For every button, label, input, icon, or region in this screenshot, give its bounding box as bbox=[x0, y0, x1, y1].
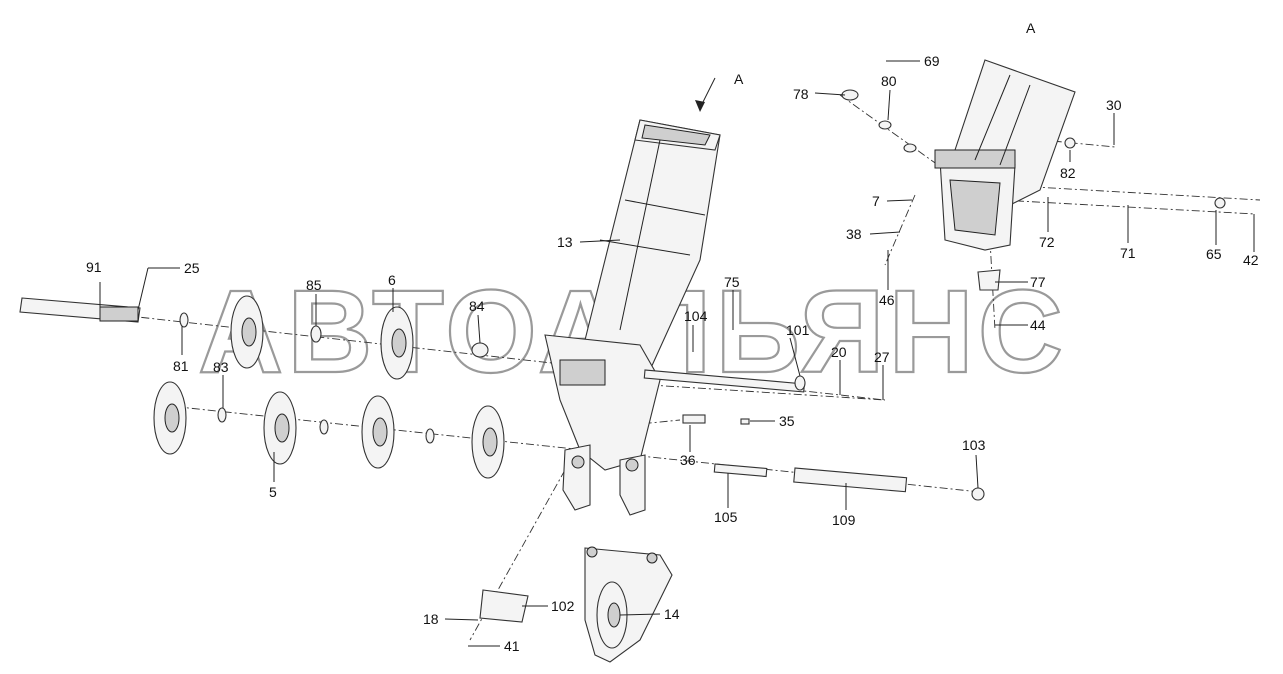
pin-109 bbox=[793, 467, 908, 493]
callout-14: 14 bbox=[664, 606, 680, 622]
fitting-103 bbox=[971, 487, 985, 501]
axis-line bbox=[989, 239, 996, 331]
callout-104: 104 bbox=[684, 308, 708, 324]
o-ring-83 bbox=[217, 407, 227, 423]
plate-102 bbox=[479, 589, 529, 623]
callout-20: 20 bbox=[831, 344, 847, 360]
bushing-84 bbox=[471, 342, 489, 358]
callout-44: 44 bbox=[1030, 317, 1046, 333]
washer-101 bbox=[794, 375, 806, 391]
callout-27: 27 bbox=[874, 349, 890, 365]
callout-78: 78 bbox=[793, 86, 809, 102]
callout-69: 69 bbox=[924, 53, 940, 69]
ring-81 bbox=[179, 312, 189, 328]
bushing-85 bbox=[310, 325, 322, 343]
callout-72: 72 bbox=[1039, 234, 1055, 250]
boom-13 bbox=[544, 119, 721, 516]
callout-65: 65 bbox=[1206, 246, 1222, 262]
washer bbox=[903, 143, 917, 153]
callout-6: 6 bbox=[388, 272, 396, 288]
callout-102: 102 bbox=[551, 598, 575, 614]
callout-80: 80 bbox=[881, 73, 897, 89]
view-label-detail: A bbox=[1026, 20, 1036, 36]
callout-77: 77 bbox=[1030, 274, 1046, 290]
callout-82: 82 bbox=[1060, 165, 1076, 181]
axis-line bbox=[999, 199, 1256, 215]
pulley-group-5 bbox=[153, 381, 505, 479]
callout-7: 7 bbox=[872, 193, 880, 209]
callout-103: 103 bbox=[962, 437, 986, 453]
axis-line bbox=[884, 194, 916, 266]
callout-91: 91 bbox=[86, 259, 102, 275]
callout-30: 30 bbox=[1106, 97, 1122, 113]
callout-101: 101 bbox=[786, 322, 810, 338]
callout-35: 35 bbox=[779, 413, 795, 429]
callout-105: 105 bbox=[714, 509, 738, 525]
view-label-main: A bbox=[734, 71, 744, 87]
washer-80 bbox=[878, 120, 892, 130]
pin-91-head bbox=[99, 306, 139, 322]
callout-71: 71 bbox=[1120, 245, 1136, 261]
callout-84: 84 bbox=[469, 298, 485, 314]
callout-36: 36 bbox=[680, 452, 696, 468]
callout-25: 25 bbox=[184, 260, 200, 276]
leader-lines bbox=[99, 60, 1255, 647]
callout-85: 85 bbox=[306, 277, 322, 293]
plate-77 bbox=[977, 269, 1001, 291]
boom-end-detail bbox=[934, 59, 1226, 251]
callout-13: 13 bbox=[557, 234, 573, 250]
callout-42: 42 bbox=[1243, 252, 1259, 268]
view-arrow-head bbox=[695, 100, 705, 112]
axis-line bbox=[839, 94, 946, 171]
callout-38: 38 bbox=[846, 226, 862, 242]
callout-46: 46 bbox=[879, 292, 895, 308]
pin-105 bbox=[713, 463, 768, 478]
axis-line bbox=[999, 184, 1261, 201]
pulley-hub bbox=[241, 317, 257, 347]
callout-83: 83 bbox=[213, 359, 229, 375]
callout-41: 41 bbox=[504, 638, 520, 654]
o-ring bbox=[319, 419, 329, 435]
pin-35 bbox=[740, 418, 750, 425]
callout-5: 5 bbox=[269, 484, 277, 500]
callout-81: 81 bbox=[173, 358, 189, 374]
callout-18: 18 bbox=[423, 611, 439, 627]
axis-line bbox=[649, 384, 886, 401]
callout-75: 75 bbox=[724, 274, 740, 290]
o-ring bbox=[425, 428, 435, 444]
sheave-bracket-14 bbox=[584, 546, 673, 663]
callout-109: 109 bbox=[832, 512, 856, 528]
pulley-hub bbox=[391, 328, 407, 358]
bushing-36 bbox=[682, 414, 706, 424]
